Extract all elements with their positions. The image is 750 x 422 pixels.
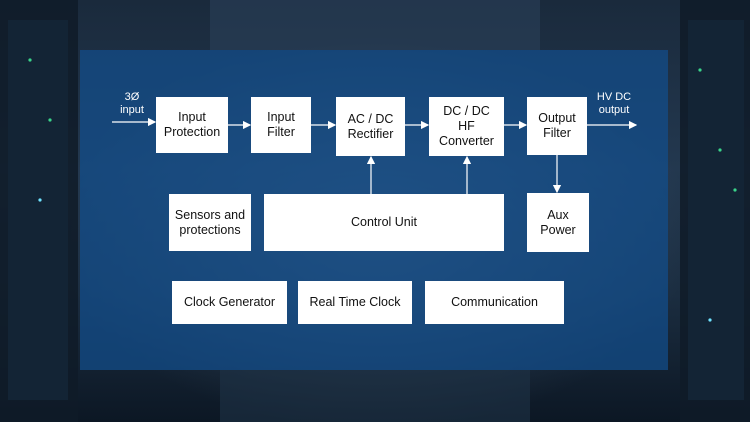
- block-sensors-protections: Sensors and protections: [169, 194, 251, 251]
- block-ac-dc-rectifier: AC / DC Rectifier: [336, 97, 405, 156]
- block-output-filter: Output Filter: [527, 97, 587, 155]
- block-input-filter: Input Filter: [251, 97, 311, 153]
- input-label: 3Ø input: [120, 91, 144, 116]
- block-dc-dc-converter: DC / DC HF Converter: [429, 97, 504, 156]
- block-communication: Communication: [425, 281, 564, 324]
- block-input-protection: Input Protection: [156, 97, 228, 153]
- block-aux-power: Aux Power: [527, 193, 589, 252]
- block-control-unit: Control Unit: [264, 194, 504, 251]
- output-label: HV DC output: [596, 91, 632, 116]
- block-real-time-clock: Real Time Clock: [298, 281, 412, 324]
- block-clock-generator: Clock Generator: [172, 281, 287, 324]
